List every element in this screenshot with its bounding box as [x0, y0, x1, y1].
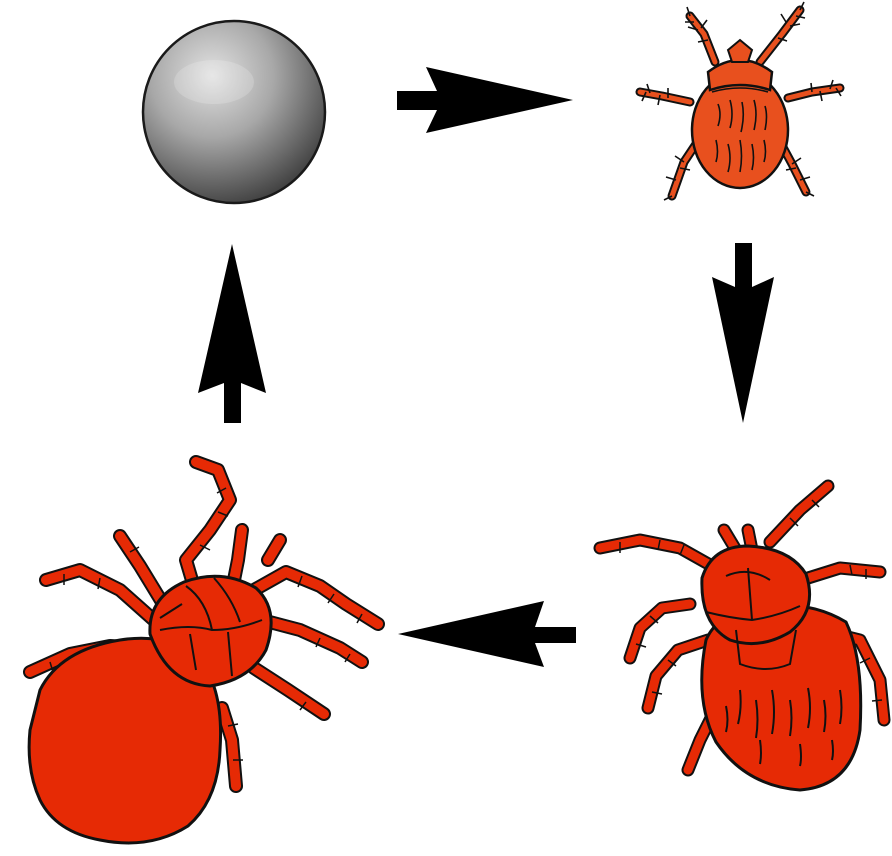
adult-engorged-mite-icon: [29, 462, 378, 843]
nymph-mite-icon: [600, 486, 884, 790]
arrow-down-icon: [712, 243, 774, 423]
egg-icon: [143, 21, 325, 203]
arrow-left-icon: [398, 601, 576, 667]
arrow-up-icon: [198, 244, 266, 423]
arrow-right-icon: [397, 67, 573, 133]
larva-mite-icon: [640, 2, 841, 200]
